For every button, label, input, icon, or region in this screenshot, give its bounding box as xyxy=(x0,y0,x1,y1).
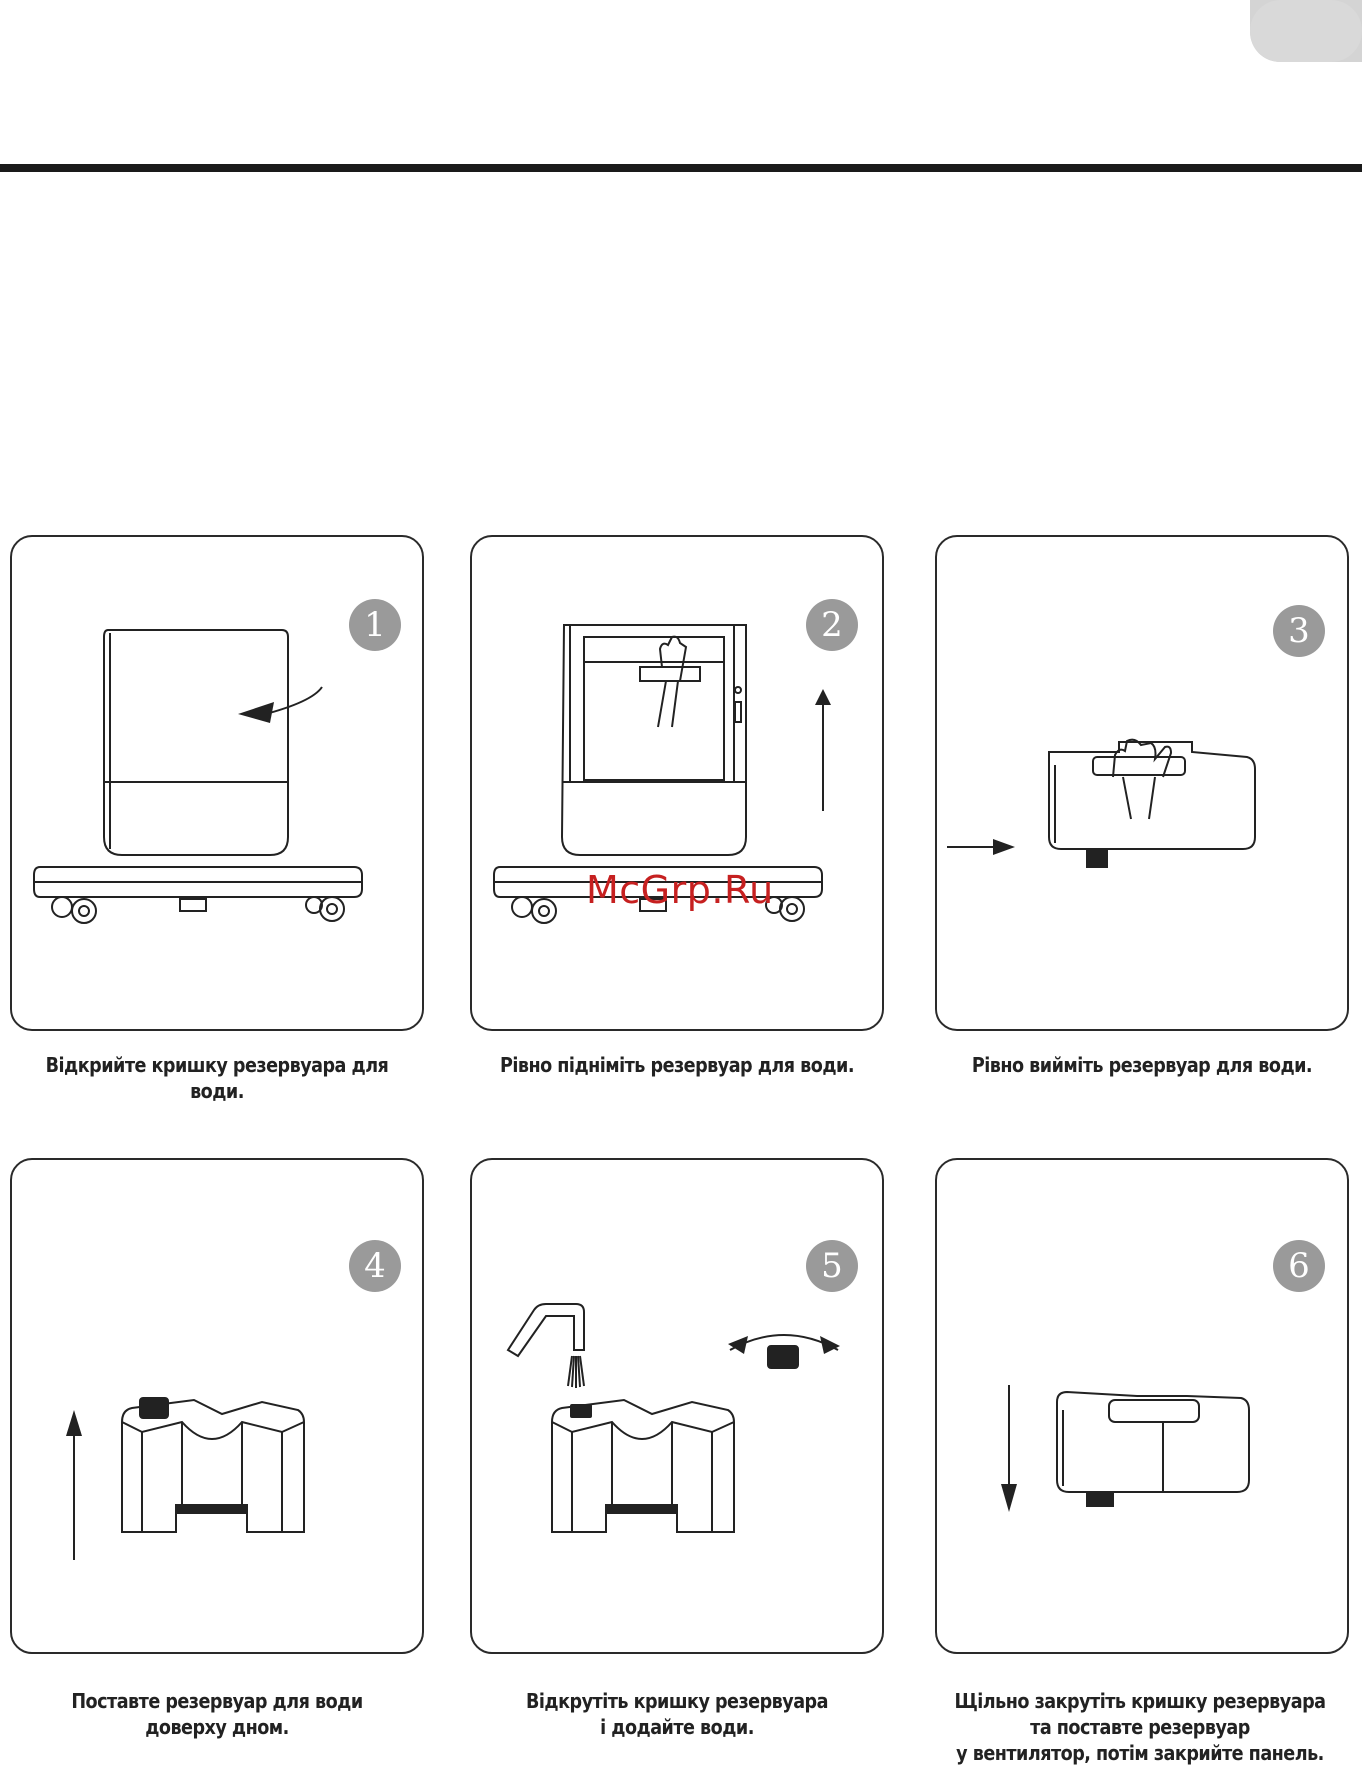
step-4-illustration xyxy=(66,1397,305,1560)
step-3-illustration xyxy=(947,738,1256,868)
step-6-illustration xyxy=(1001,1385,1250,1512)
step-number-badge: 4 xyxy=(349,1240,401,1292)
step-5-illustration xyxy=(506,1303,840,1533)
step-3-caption: Рівно вийміть резервуар для води. xyxy=(971,1053,1313,1077)
caption-line: доверху дном. xyxy=(145,1715,289,1739)
step-number-badge: 5 xyxy=(806,1240,858,1292)
caption-line: Поставте резервуар для води xyxy=(71,1689,363,1713)
step-6-caption: Щільно закрутіть кришку резервуара та по… xyxy=(920,1688,1360,1766)
step-6-panel: 6 xyxy=(935,1158,1349,1654)
step-number-badge: 6 xyxy=(1273,1240,1325,1292)
step-number-badge: 1 xyxy=(349,599,401,651)
step-1-caption: Відкрийте кришку резервуара для води. xyxy=(45,1053,389,1103)
caption-line: Відкрутіть кришку резервуара xyxy=(526,1689,828,1713)
step-2-illustration xyxy=(493,624,831,924)
caption-line: і додайте води. xyxy=(600,1715,754,1739)
caption-line: Щільно закрутіть кришку резервуара xyxy=(954,1689,1326,1713)
caption-line: та поставте резервуар xyxy=(1030,1715,1250,1739)
step-3-panel: 3 xyxy=(935,535,1349,1031)
step-number-badge: 2 xyxy=(806,599,858,651)
step-1-illustration xyxy=(33,629,363,924)
step-2-panel: 2 xyxy=(470,535,884,1031)
caption-line: у вентилятор, потім закрийте панель. xyxy=(956,1741,1324,1765)
step-4-panel: 4 xyxy=(10,1158,424,1654)
step-1-panel: 1 xyxy=(10,535,424,1031)
page-number-tab xyxy=(1250,0,1362,62)
step-number-badge: 3 xyxy=(1273,605,1325,657)
step-5-caption: Відкрутіть кришку резервуара і додайте в… xyxy=(486,1688,868,1740)
step-4-caption: Поставте резервуар для води доверху дном… xyxy=(26,1688,408,1740)
header-rule xyxy=(0,164,1362,172)
step-5-panel: 5 xyxy=(470,1158,884,1654)
watermark: McGrp.Ru xyxy=(586,868,774,912)
step-2-caption: Рівно підніміть резервуар для води. xyxy=(500,1053,854,1077)
